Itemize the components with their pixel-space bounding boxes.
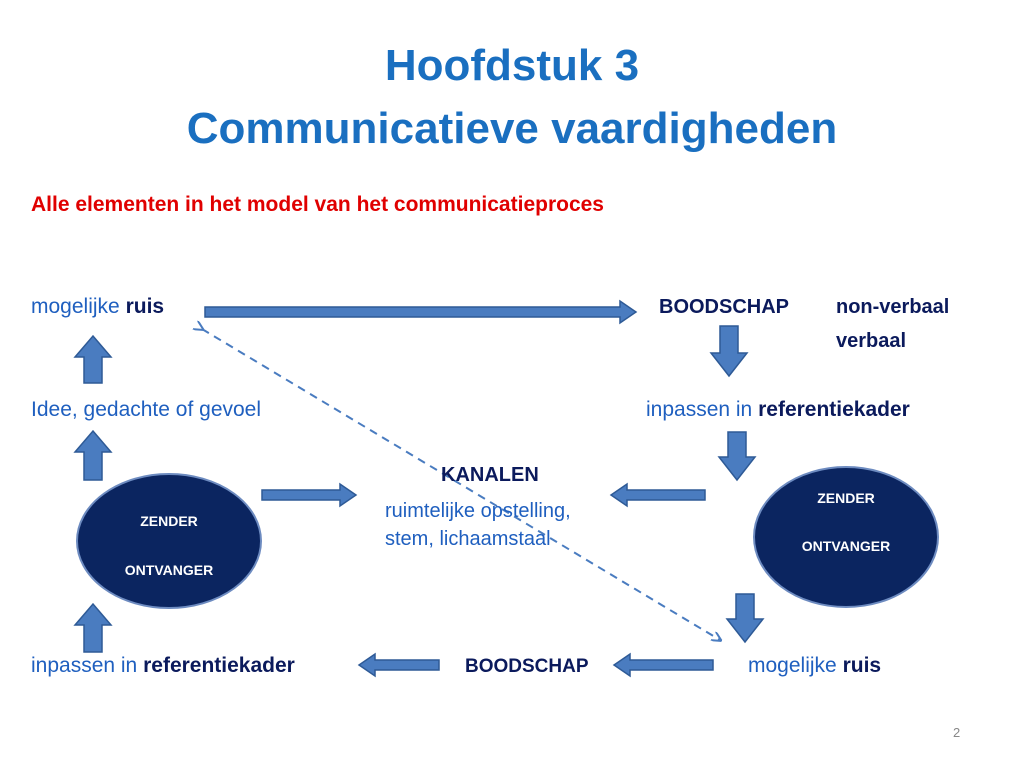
arrow-down-to-right-circle	[717, 431, 757, 482]
left-circle	[76, 473, 262, 609]
dashed-noise-arrow	[202, 329, 720, 640]
left-frame-label: inpassen in referentiekader	[31, 654, 295, 678]
left-noise-word: ruis	[125, 295, 165, 318]
left-noise-label: mogelijke ruis	[31, 295, 164, 319]
right-message-label: BOODSCHAP	[659, 296, 790, 318]
arrow-up-to-ruis	[73, 334, 113, 384]
slide-title-line1: Hoofdstuk 3	[384, 41, 640, 90]
right-noise-label: mogelijke ruis	[748, 654, 881, 678]
bottom-message-label: BOODSCHAP	[465, 656, 589, 677]
arrow-ruis-to-boodschap	[204, 299, 638, 325]
left-circle-sender: ZENDER	[140, 513, 198, 529]
page-number: 2	[953, 725, 961, 740]
slide-title-line2: Communicatieve vaardigheden	[186, 104, 838, 153]
right-verbal-label: verbaal	[836, 330, 907, 352]
left-circle-receiver: ONTVANGER	[124, 562, 214, 578]
right-frame-prefix: inpassen in	[646, 398, 753, 421]
right-frame-word: referentiekader	[758, 398, 910, 421]
right-circle-sender: ZENDER	[817, 490, 875, 506]
arrow-boodschap-to-referentiekader	[357, 652, 440, 678]
left-frame-word: referentiekader	[143, 654, 295, 677]
arrow-up-to-idee	[73, 429, 113, 481]
arrow-up-from-referentiekader	[73, 602, 113, 653]
right-circle-receiver: ONTVANGER	[801, 538, 891, 554]
channels-title: KANALEN	[441, 464, 539, 486]
left-frame-prefix: inpassen in	[31, 654, 138, 677]
right-noise-prefix: mogelijke	[748, 654, 837, 677]
channels-line1: ruimtelijke opstelling,	[385, 500, 571, 522]
right-circle	[753, 466, 939, 608]
right-noise-word: ruis	[842, 654, 882, 677]
arrow-right-circle-to-kanalen	[609, 482, 706, 508]
slide-subtitle: Alle elementen in het model van het comm…	[31, 193, 604, 216]
left-idea-label: Idee, gedachte of gevoel	[31, 398, 262, 421]
arrow-left-circle-to-kanalen	[261, 482, 358, 508]
arrow-ruis-to-boodschap-bottom	[612, 652, 714, 678]
arrow-down-to-referentiekader	[709, 325, 749, 378]
channels-line2: stem, lichaamstaal	[385, 528, 551, 550]
left-noise-prefix: mogelijke	[31, 295, 120, 318]
arrow-down-to-ruis	[725, 593, 765, 644]
right-frame-label: inpassen in referentiekader	[646, 398, 910, 422]
right-nonverbal-label: non-verbaal	[836, 296, 950, 318]
